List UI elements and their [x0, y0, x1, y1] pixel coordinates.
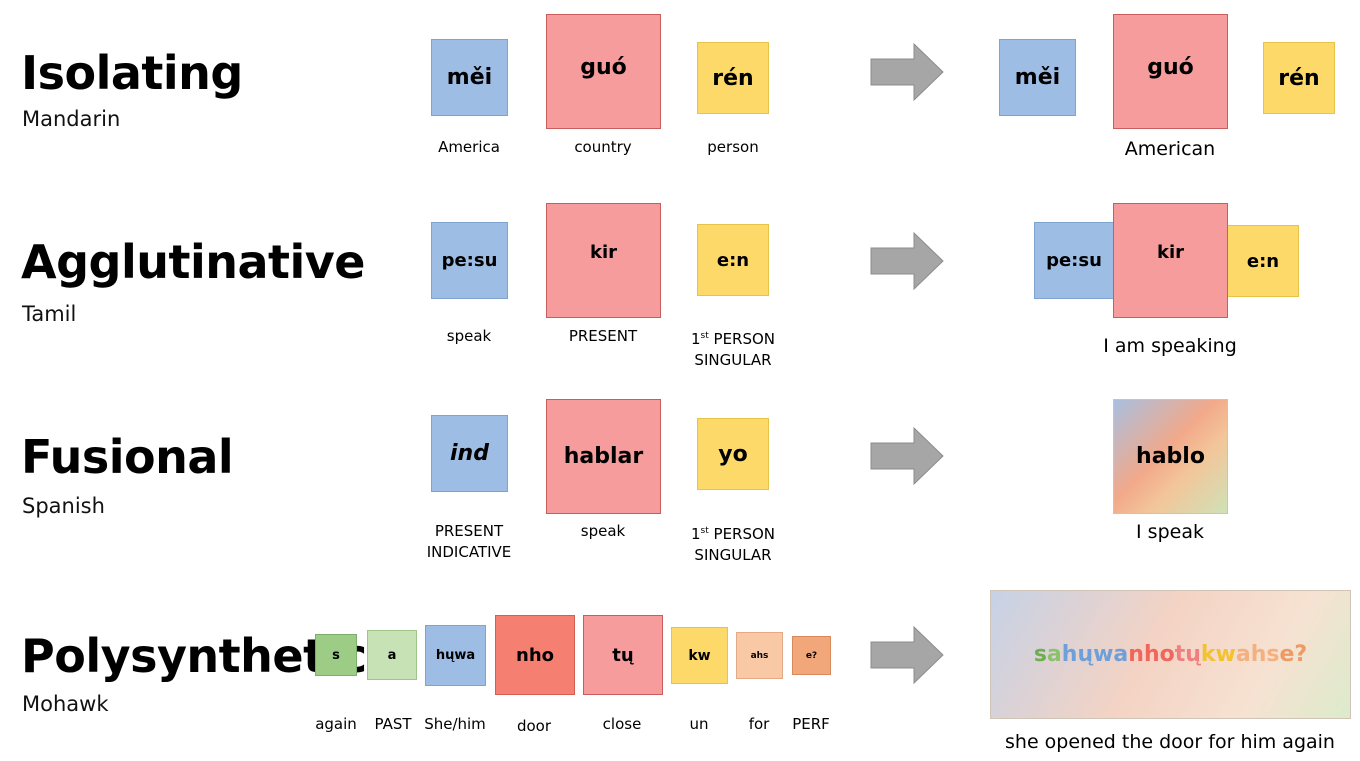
- result-word-part: e?: [1279, 642, 1308, 667]
- morpheme-s: s: [315, 634, 357, 676]
- right-arrow-icon: [870, 427, 944, 485]
- right-arrow-icon: [870, 43, 944, 101]
- result-morpheme-kir: kir: [1113, 203, 1228, 318]
- gloss-she-him: She/him: [424, 715, 486, 733]
- result-morpheme-en: e:n: [1227, 225, 1299, 297]
- result-word-part: hųwa: [1061, 642, 1129, 667]
- result-morpheme-ren: rén: [1263, 42, 1335, 114]
- result-morpheme-hablo: hablo: [1113, 399, 1228, 514]
- result-gloss-she-opened-door: she opened the door for him again: [1005, 731, 1335, 753]
- morpheme-ren: rén: [697, 42, 769, 114]
- morpheme-e: e?: [792, 636, 831, 675]
- result-morpheme-guo: guó: [1113, 14, 1228, 129]
- result-polysynthetic-word-box: sahųwanhotųkwahse?: [990, 590, 1351, 719]
- morpheme-nho: nho: [495, 615, 575, 695]
- gloss-present: PRESENT: [568, 327, 638, 345]
- row-language-mandarin: Mandarin: [22, 107, 121, 131]
- morpheme-hablar: hablar: [546, 399, 661, 514]
- row-language-spanish: Spanish: [22, 494, 105, 518]
- result-gloss-i-speak: I speak: [1136, 521, 1204, 543]
- row-title-isolating: Isolating: [21, 46, 243, 100]
- gloss-door: door: [516, 717, 552, 735]
- gloss-country: country: [574, 138, 632, 156]
- result-morpheme-mei: měi: [999, 39, 1076, 116]
- result-word-part: tų: [1174, 642, 1201, 667]
- morpheme-guo: guó: [546, 14, 661, 129]
- result-gloss-i-am-speaking: I am speaking: [1103, 335, 1237, 357]
- morpheme-mei: měi: [431, 39, 508, 116]
- gloss-un: un: [689, 715, 709, 733]
- morpheme-ahs: ahs: [736, 632, 783, 679]
- gloss-past: PAST: [374, 715, 412, 733]
- row-title-agglutinative: Agglutinative: [21, 235, 365, 289]
- result-gloss-american: American: [1124, 138, 1216, 160]
- result-word-part: kw: [1200, 642, 1236, 667]
- morpheme-a: a: [367, 630, 417, 680]
- gloss-perf: PERF: [792, 715, 830, 733]
- result-word-sahuwanhotukwahse: sahųwanhotųkwahse?: [1034, 642, 1307, 667]
- gloss-speak: speak: [580, 522, 626, 540]
- result-word-part: ahs: [1235, 642, 1280, 667]
- row-language-tamil: Tamil: [22, 302, 77, 326]
- gloss-person: person: [707, 138, 759, 156]
- morpheme-yo: yo: [697, 418, 769, 490]
- result-word-part: nho: [1128, 642, 1175, 667]
- morpheme-tu: tų: [583, 615, 663, 695]
- gloss-close: close: [602, 715, 642, 733]
- morpheme-kir: kir: [546, 203, 661, 318]
- morpheme-ind: ind: [431, 415, 508, 492]
- result-morpheme-pesu: pe:su: [1034, 222, 1114, 299]
- morpheme-en: e:n: [697, 224, 769, 296]
- morpheme-huwa: hųwa: [425, 625, 486, 686]
- right-arrow-icon: [870, 626, 944, 684]
- row-title-fusional: Fusional: [21, 430, 234, 484]
- right-arrow-icon: [870, 232, 944, 290]
- row-language-mohawk: Mohawk: [22, 692, 109, 716]
- gloss-again: again: [315, 715, 357, 733]
- morpheme-kw: kw: [671, 627, 728, 684]
- result-word-part: s: [1033, 642, 1047, 667]
- gloss-for: for: [748, 715, 770, 733]
- row-title-polysynthetic: Polysynthetic: [21, 629, 367, 683]
- gloss-america: America: [438, 138, 500, 156]
- gloss-speak: speak: [446, 327, 492, 345]
- morpheme-pesu: pe:su: [431, 222, 508, 299]
- result-word-part: a: [1046, 642, 1062, 667]
